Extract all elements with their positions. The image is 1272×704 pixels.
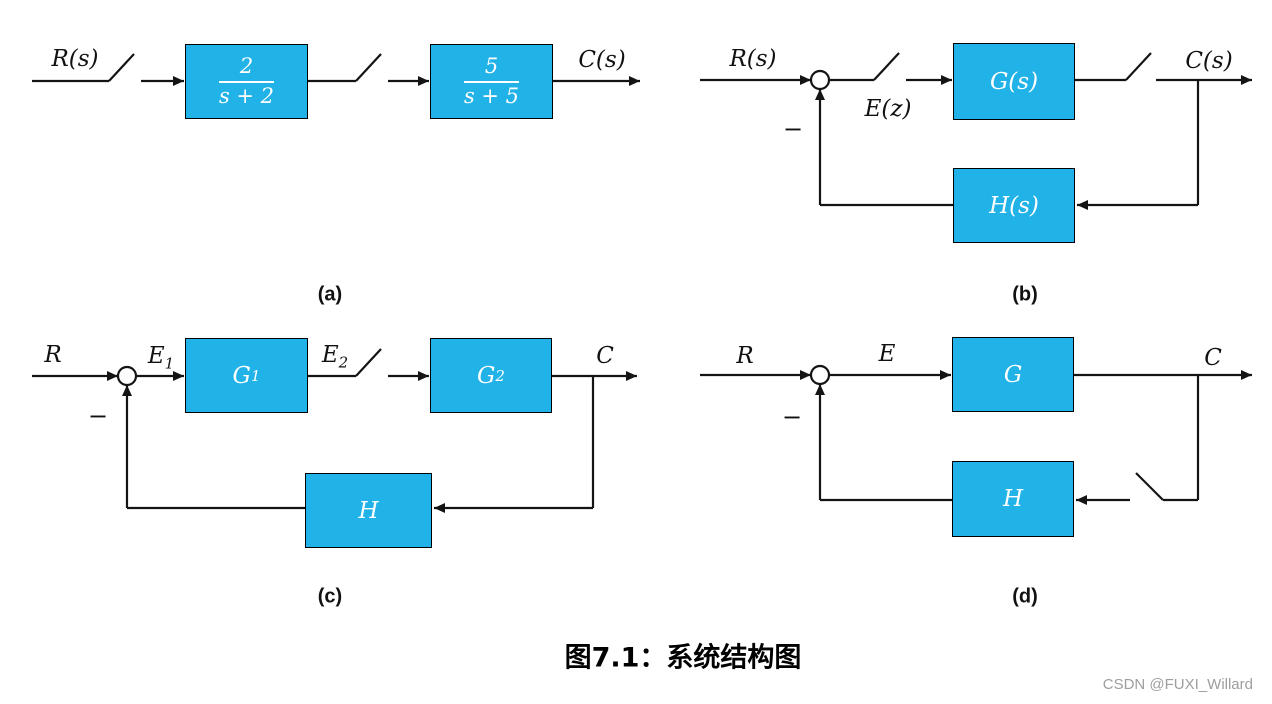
fig-a-transfer-block-1: 2 s + 2 (185, 44, 308, 119)
watermark-text: CSDN @FUXI_Willard (1102, 676, 1253, 693)
fig-b-forward-block: G(s) (953, 43, 1075, 120)
figure-title: 图7.1：系统结构图 (564, 642, 802, 674)
fig-a-sampler-2-icon (355, 53, 382, 82)
fig-a-output-label: C(s) (578, 47, 626, 73)
fig-a-block2-fraction: 5 s + 5 (463, 54, 520, 108)
fig-d-feedback-block: H (952, 461, 1074, 537)
fig-b-input-label: R(s) (729, 46, 777, 72)
fig-c-minus-sign: − (87, 402, 109, 430)
fig-c-output-label: C (596, 343, 614, 369)
fig-d-forward-block: G (952, 337, 1074, 412)
fig-d-minus-sign: − (781, 403, 803, 431)
fig-b-sampler-2-icon (1125, 52, 1152, 81)
fig-b-output-label: C(s) (1185, 48, 1233, 74)
fig-c-caption: (c) (317, 585, 343, 608)
fig-a-caption: (a) (317, 283, 343, 306)
fig-b-sampler-1-icon (873, 52, 900, 81)
fig-c-feedback-block: H (305, 473, 432, 548)
fig-d-error-label: E (878, 341, 896, 367)
fig-c-sampler-icon (355, 348, 382, 377)
fig-d-caption: (d) (1012, 585, 1038, 608)
fig-d-wires (700, 364, 1252, 505)
fig-d-summing-junction (809, 364, 831, 386)
fig-a-sampler-1-icon (108, 53, 135, 82)
fig-b-error-label: E(z) (864, 96, 912, 122)
fig-b-summing-junction (809, 69, 831, 91)
fig-d-input-label: R (736, 343, 754, 369)
fig-d-output-label: C (1204, 345, 1222, 371)
fig-c-input-label: R (44, 342, 62, 368)
fig-b-minus-sign: − (782, 115, 804, 143)
fig-b-caption: (b) (1012, 283, 1038, 306)
fig-a-wires (32, 53, 640, 86)
fig-c-wires (32, 348, 637, 513)
fig-b-feedback-block: H(s) (953, 168, 1075, 243)
fig-a-transfer-block-2: 5 s + 5 (430, 44, 553, 119)
fig-b-wires (700, 52, 1252, 210)
fig-c-e2-label: E2 (321, 342, 349, 372)
fig-c-e1-label: E1 (147, 343, 175, 373)
fig-d-sampler-icon (1135, 472, 1164, 501)
fig-c-summing-junction (116, 365, 138, 387)
fig-a-input-label: R(s) (51, 46, 99, 72)
fig-a-block1-fraction: 2 s + 2 (218, 54, 275, 108)
